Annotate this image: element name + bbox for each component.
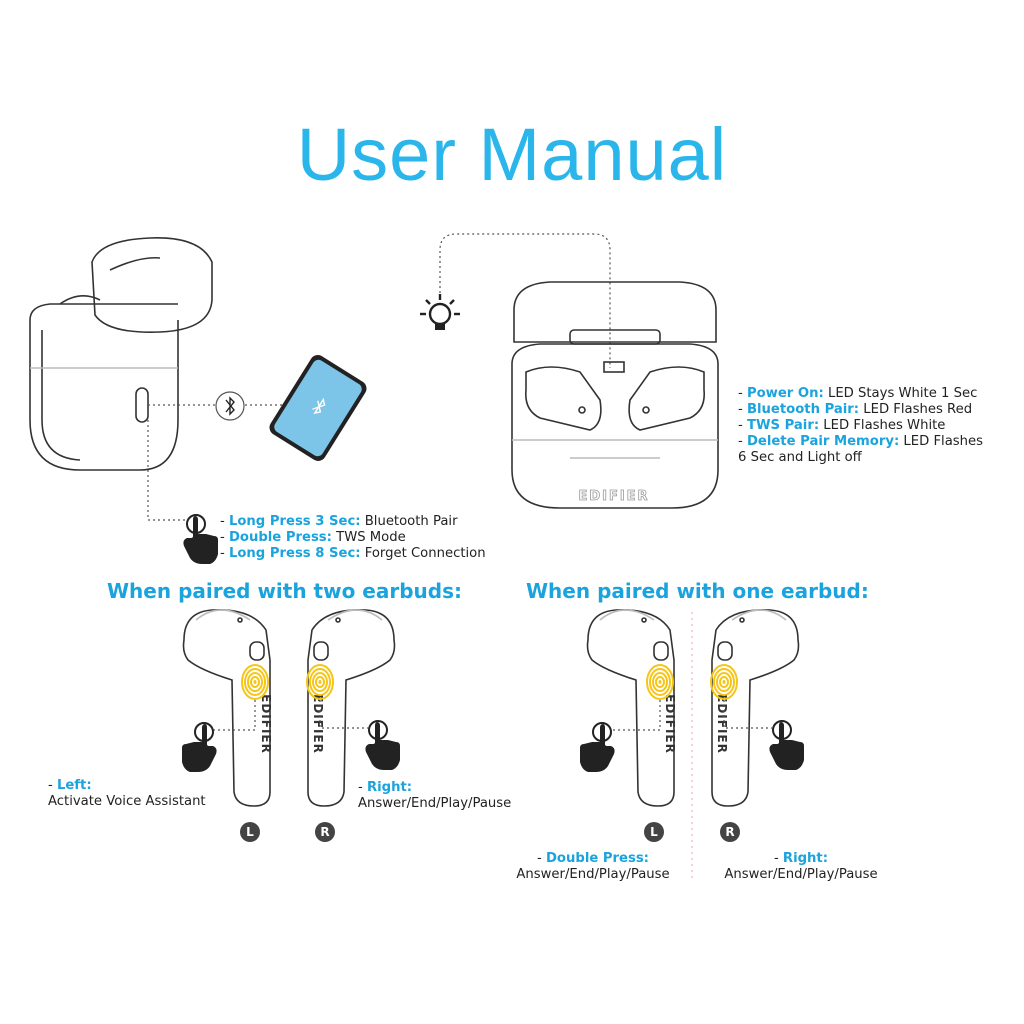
earbud-left-one — [586, 609, 675, 807]
left-badge-icon: L — [644, 822, 664, 842]
earbud-right-two — [307, 609, 396, 807]
instruction-line: - Double Press: TWS Mode — [220, 530, 406, 545]
right-badge-icon: R — [720, 822, 740, 842]
earbud-left-two — [182, 609, 271, 807]
two-left-label: - Left: Activate Voice Assistant — [48, 778, 206, 809]
right-badge-icon: R — [315, 822, 335, 842]
fingerprint-icon — [646, 664, 674, 700]
earbud-brand-label: EDIFIER — [311, 694, 325, 754]
two-earbuds-heading: When paired with two earbuds: — [107, 579, 462, 603]
earbud-brand-label: EDIFIER — [259, 694, 273, 754]
press-hand-icon — [768, 720, 805, 771]
left-badge-icon: L — [240, 822, 260, 842]
one-left-label: - Double Press: Answer/End/Play/Pause — [516, 851, 670, 882]
press-hand-icon — [182, 514, 219, 565]
one-right-label: - Right: Answer/End/Play/Pause — [724, 851, 878, 882]
two-right-label: - Right: Answer/End/Play/Pause — [358, 780, 512, 811]
instruction-line: - Bluetooth Pair: LED Flashes Red — [738, 402, 973, 417]
led-instructions: - Power On: LED Stays White 1 Sec - Blue… — [738, 386, 983, 466]
charging-case-with-earbuds — [511, 281, 719, 509]
instruction-line: 6 Sec and Light off — [738, 450, 862, 465]
instruction-line: - TWS Pair: LED Flashes White — [738, 418, 946, 433]
instruction-line: - Delete Pair Memory: LED Flashes — [738, 434, 983, 449]
instruction-line: - Power On: LED Stays White 1 Sec — [738, 386, 978, 401]
light-bulb-icon — [420, 294, 460, 330]
fingerprint-icon — [241, 664, 269, 700]
press-hand-icon — [579, 722, 616, 773]
one-earbud-heading: When paired with one earbud: — [526, 579, 869, 603]
earbud-brand-label: EDIFIER — [715, 694, 729, 754]
earbud-brand-label: EDIFIER — [663, 694, 677, 754]
charging-case-open — [29, 237, 213, 471]
case-brand-logo: EDIFIER — [578, 489, 649, 504]
case-button-instructions: - Long Press 3 Sec: Bluetooth Pair - Dou… — [220, 514, 486, 562]
instruction-line: - Long Press 3 Sec: Bluetooth Pair — [220, 514, 458, 529]
press-hand-icon — [364, 720, 401, 771]
smartphone — [269, 355, 367, 461]
page-title: User Manual — [296, 113, 728, 196]
instruction-line: - Long Press 8 Sec: Forget Connection — [220, 546, 486, 561]
press-hand-icon — [181, 722, 218, 773]
earbud-right-one — [711, 609, 800, 807]
